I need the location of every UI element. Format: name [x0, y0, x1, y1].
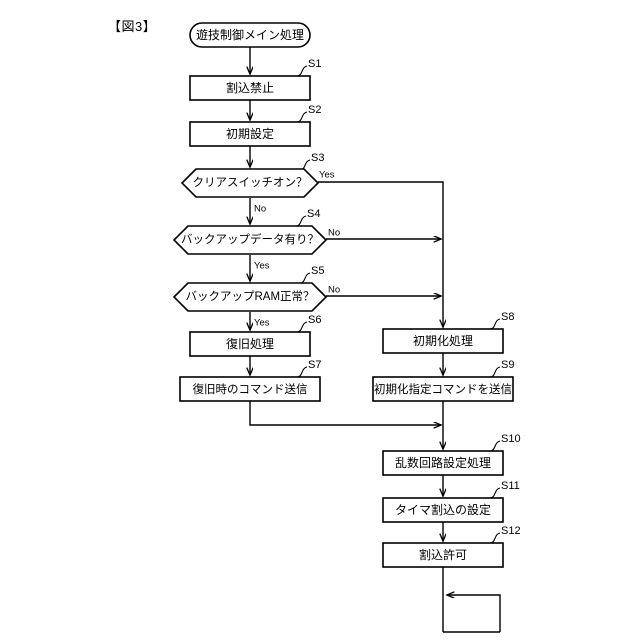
step-label-s11: S11 [501, 480, 520, 492]
node-s9: 初期化指定コマンドを送信 [372, 376, 514, 402]
step-label-s9: S9 [501, 359, 514, 371]
step-label-s5: S5 [311, 265, 324, 277]
node-start-label: 遊技制御メイン処理 [196, 27, 304, 42]
node-s2: 初期設定 [189, 121, 311, 147]
node-s12: 割込許可 [382, 542, 504, 568]
node-s3: クリアスイッチオン？ [180, 168, 320, 198]
step-label-s8: S8 [501, 311, 514, 323]
node-s11: タイマ割込の設定 [382, 497, 504, 523]
leader-s5 [299, 272, 311, 284]
node-s4-label: バックアップデータ有り？ [181, 232, 319, 246]
node-s12-label: 割込許可 [419, 547, 467, 562]
branch-label-s5-no: No [328, 285, 340, 296]
node-s7: 復旧時のコマンド送信 [179, 376, 321, 402]
leader-s10 [489, 440, 501, 452]
leader-s11 [489, 487, 501, 499]
branch-label-s4-yes: Yes [254, 261, 270, 272]
branch-label-s5-yes: Yes [254, 318, 270, 329]
node-s3-label: クリアスイッチオン？ [193, 176, 308, 189]
node-s6-label: 復旧処理 [226, 336, 274, 351]
leader-s9 [489, 366, 501, 378]
node-s1: 割込禁止 [189, 75, 311, 101]
node-s5: バックアップRAM正常？ [172, 282, 328, 312]
edge-loop-return [447, 595, 501, 632]
node-s6: 復旧処理 [189, 331, 311, 357]
node-s4: バックアップデータ有り？ [172, 225, 328, 255]
node-s1-label: 割込禁止 [226, 80, 274, 95]
branch-label-s3-yes: Yes [319, 170, 335, 181]
step-label-s7: S7 [308, 359, 321, 371]
edge-s7-s10 [249, 399, 441, 425]
leader-s6 [296, 321, 308, 333]
leader-s8 [489, 318, 501, 330]
node-s8-label: 初期化処理 [413, 334, 473, 348]
step-label-s3: S3 [311, 152, 324, 164]
node-s10: 乱数回路設定処理 [382, 450, 504, 476]
node-s2-label: 初期設定 [226, 126, 274, 141]
step-label-s4: S4 [307, 208, 320, 220]
node-s8: 初期化処理 [382, 328, 504, 354]
step-label-s1: S1 [308, 58, 321, 70]
node-s7-label: 復旧時のコマンド送信 [193, 382, 308, 396]
leader-s12 [489, 532, 501, 544]
leader-s4 [295, 215, 307, 227]
node-s11-label: タイマ割込の設定 [395, 502, 491, 517]
figure-label: 【図3】 [108, 19, 157, 34]
edge-s3-s8-yes [318, 181, 443, 327]
leader-s1 [296, 65, 308, 77]
branch-label-s4-no: No [328, 228, 340, 239]
branch-label-s3-no: No [254, 204, 266, 215]
node-s9-label: 初期化指定コマンドを送信 [374, 382, 512, 396]
step-label-s10: S10 [501, 433, 521, 445]
node-s5-label: バックアップRAM正常？ [185, 290, 314, 303]
node-start: 遊技制御メイン処理 [189, 22, 311, 48]
node-s10-label: 乱数回路設定処理 [395, 455, 491, 470]
leader-s2 [296, 111, 308, 123]
step-label-s2: S2 [308, 104, 321, 116]
step-label-s6: S6 [308, 314, 321, 326]
leader-s7 [296, 366, 308, 378]
step-label-s12: S12 [501, 525, 521, 537]
